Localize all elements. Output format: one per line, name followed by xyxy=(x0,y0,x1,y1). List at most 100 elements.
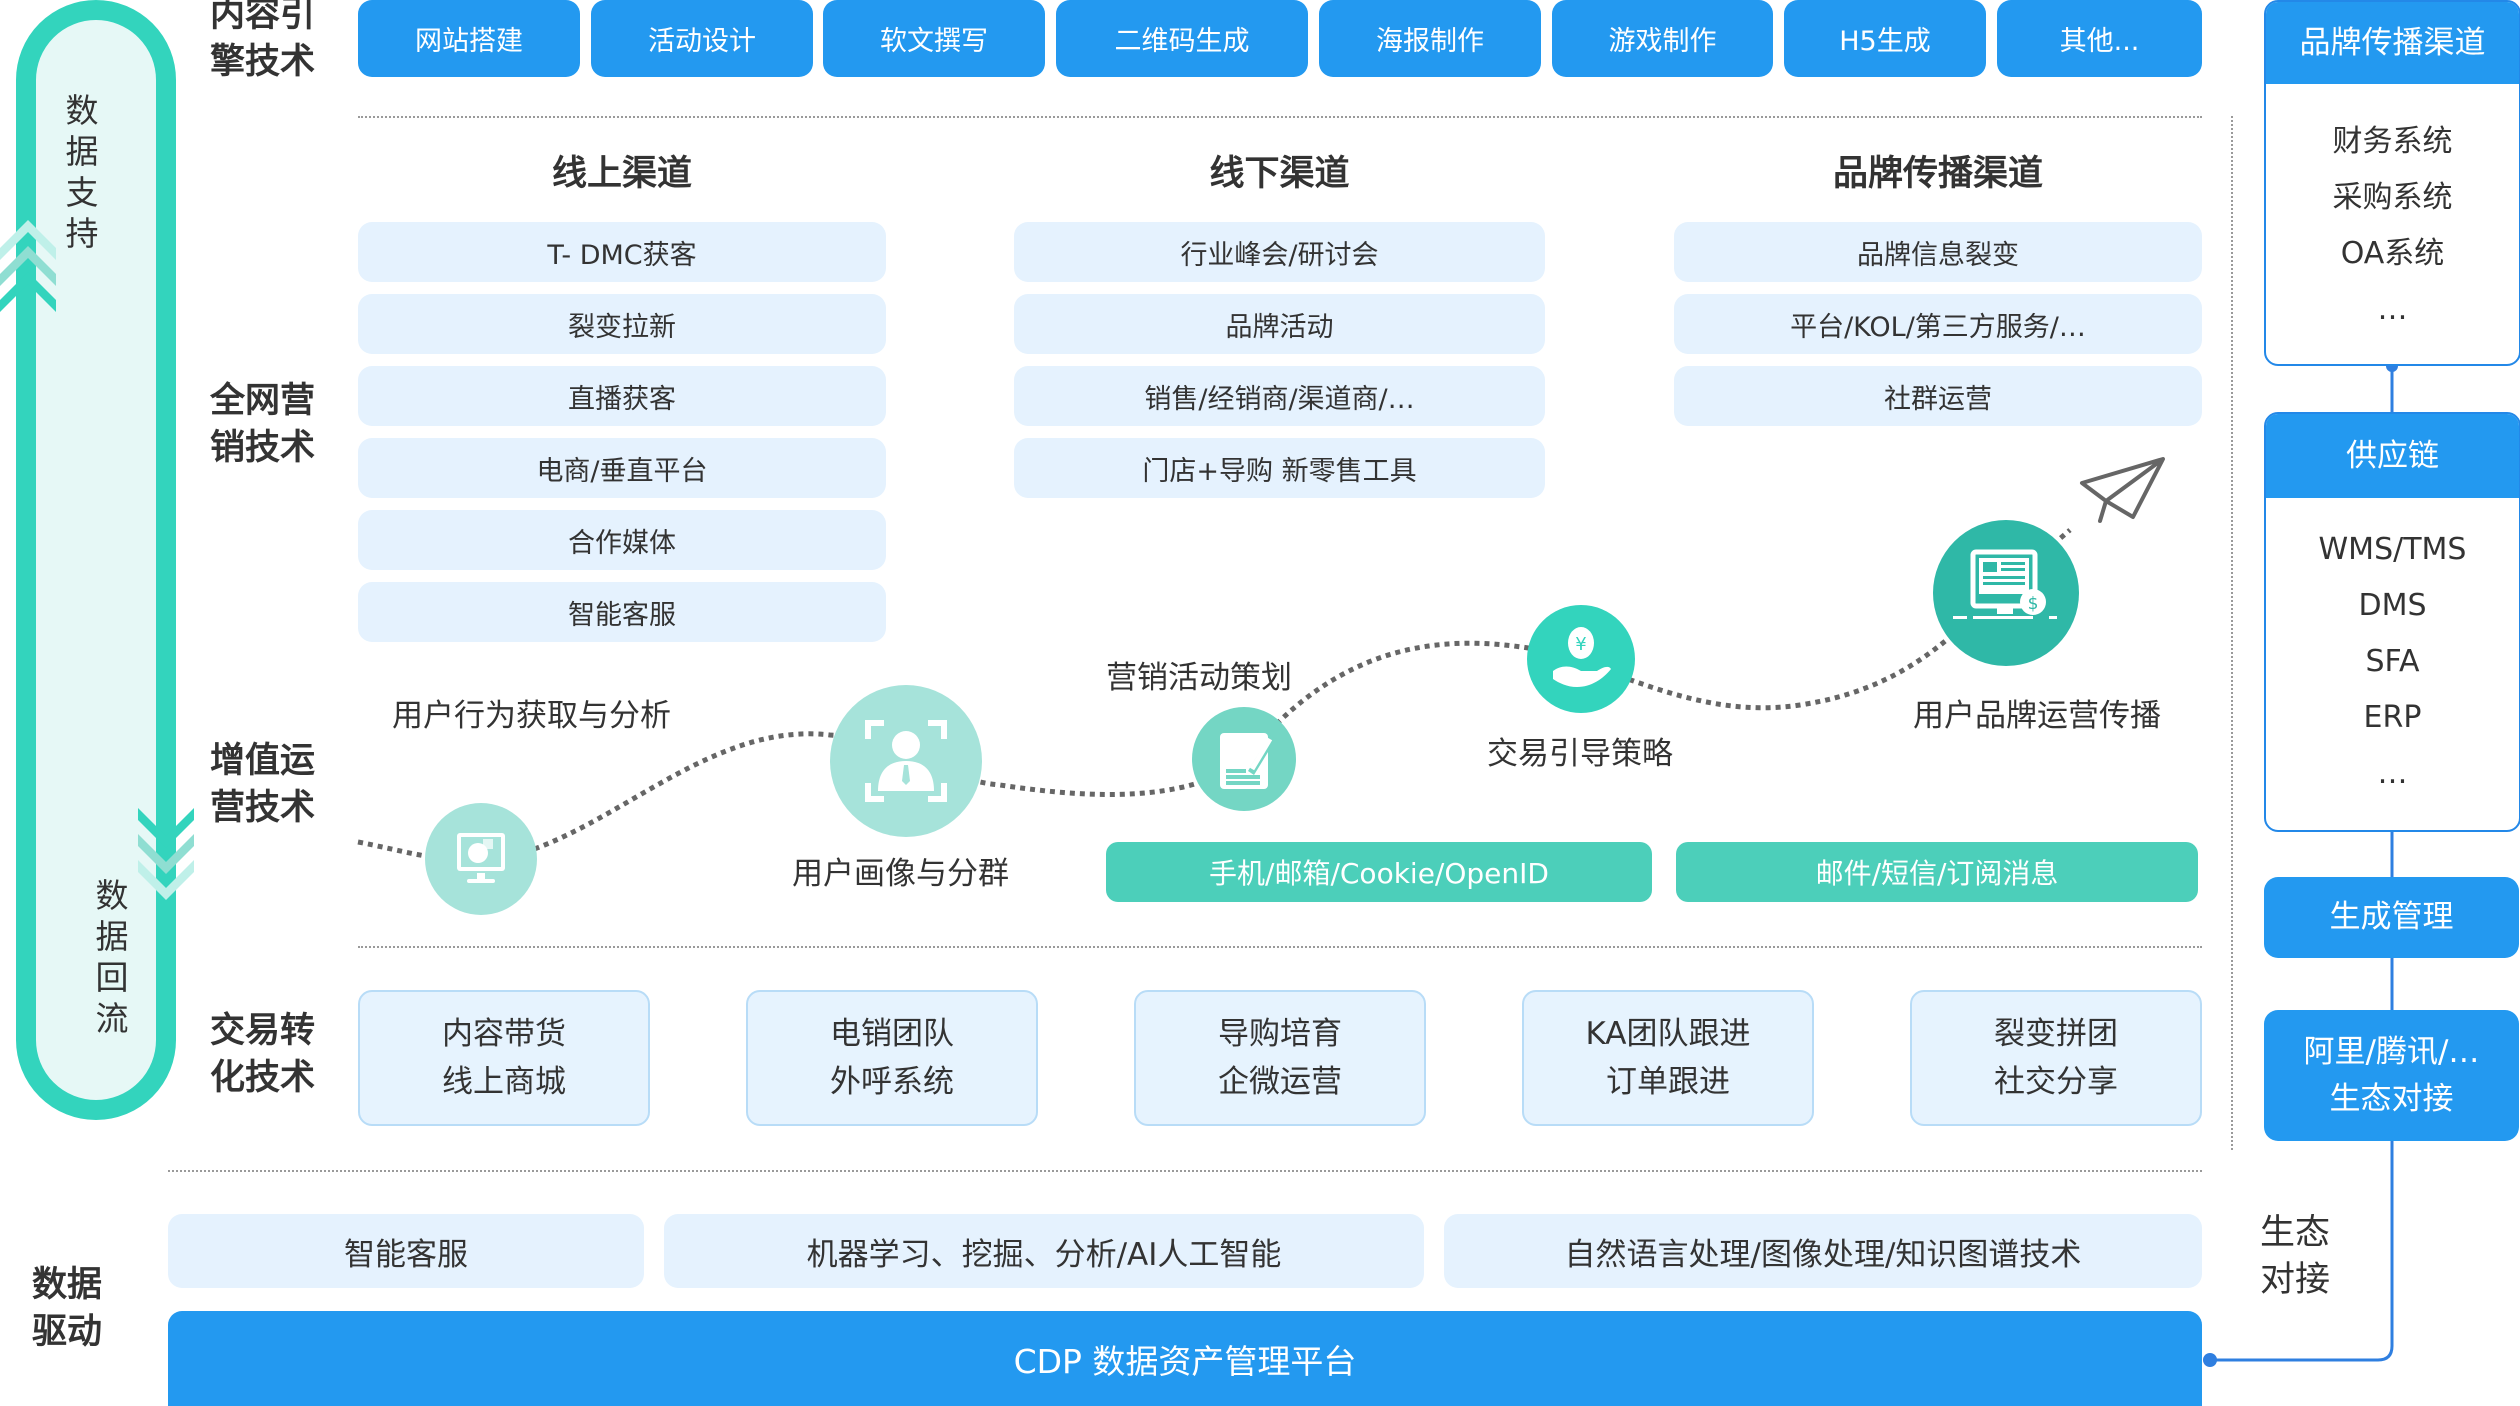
right-card-title: 品牌传播渠道 xyxy=(2266,2,2519,84)
content-button-qrcode[interactable]: 二维码生成 xyxy=(1056,0,1308,77)
divider xyxy=(168,1170,2202,1172)
chevron-down-icon xyxy=(138,808,194,900)
step-icon-monitor-chart[interactable] xyxy=(425,803,537,915)
section-label-value-added: 增值运营技术 xyxy=(210,741,316,828)
content-button-other[interactable]: 其他... xyxy=(1997,0,2202,77)
divider xyxy=(358,116,2202,118)
step-icon-document-edit[interactable] xyxy=(1192,707,1296,811)
right-card-title: 供应链 xyxy=(2266,414,2519,498)
right-solid-line: 阿里/腾讯/… xyxy=(2303,1033,2480,1070)
channel-item[interactable]: 直播获客 xyxy=(358,366,886,426)
eco-label-line: 生态 xyxy=(2260,1213,2331,1253)
step-icon-ads-monitor[interactable]: $ xyxy=(1933,520,2079,666)
cdp-platform-bar[interactable]: CDP 数据资产管理平台 xyxy=(168,1311,2202,1406)
ads-monitor-icon: $ xyxy=(1953,549,2057,619)
content-button-game[interactable]: 游戏制作 xyxy=(1552,0,1773,77)
channel-item[interactable]: 合作媒体 xyxy=(358,510,886,570)
transaction-box-line: 订单跟进 xyxy=(1606,1064,1730,1100)
section-label-full-network: 全网营销技术 xyxy=(210,381,316,468)
tag-messaging[interactable]: 邮件/短信/订阅消息 xyxy=(1676,842,2198,902)
divider xyxy=(358,946,2202,948)
channel-item[interactable]: T- DMC获客 xyxy=(358,222,886,282)
right-card-item: … xyxy=(2377,292,2408,327)
channel-item[interactable]: 社群运营 xyxy=(1674,366,2202,426)
data-box-machine-learning[interactable]: 机器学习、挖掘、分析/AI人工智能 xyxy=(664,1214,1424,1288)
transaction-box[interactable]: 电销团队 外呼系统 xyxy=(746,990,1038,1126)
transaction-box-line: 企微运营 xyxy=(1218,1064,1342,1100)
tag-identifiers[interactable]: 手机/邮箱/Cookie/OpenID xyxy=(1106,842,1652,902)
section-label-transaction: 交易转化技术 xyxy=(210,1011,316,1098)
transaction-box-line: 线上商城 xyxy=(442,1064,566,1100)
step-label: 用户行为获取与分析 xyxy=(392,698,671,734)
data-box-nlp[interactable]: 自然语言处理/图像处理/知识图谱技术 xyxy=(1444,1214,2202,1288)
right-card-item: 采购系统 xyxy=(2332,180,2453,215)
right-card-item: SFA xyxy=(2365,644,2420,679)
channel-header-offline: 线下渠道 xyxy=(1209,154,1350,194)
svg-text:$: $ xyxy=(2028,594,2039,614)
channel-item[interactable]: 行业峰会/研讨会 xyxy=(1014,222,1545,282)
hand-money-icon: ¥ xyxy=(1553,627,1611,687)
right-card-supply-chain: 供应链 WMS/TMS DMS SFA ERP … xyxy=(2264,412,2520,832)
right-card-item: OA系统 xyxy=(2340,236,2445,271)
right-card-body: WMS/TMS DMS SFA ERP … xyxy=(2266,498,2519,802)
step-label: 用户品牌运营传播 xyxy=(1913,698,2161,734)
svg-text:¥: ¥ xyxy=(1575,634,1586,655)
document-edit-icon xyxy=(1220,733,1276,789)
channel-item[interactable]: 门店+导购 新零售工具 xyxy=(1014,438,1545,498)
transaction-box-line: 裂变拼团 xyxy=(1994,1016,2118,1052)
right-card-item: … xyxy=(2377,756,2408,791)
right-card-item: 财务系统 xyxy=(2332,124,2453,159)
content-button-activity[interactable]: 活动设计 xyxy=(591,0,813,77)
right-divider xyxy=(2231,116,2233,1150)
paper-plane-icon xyxy=(2080,457,2165,523)
step-label: 用户画像与分群 xyxy=(792,856,1009,892)
transaction-box-line: 内容带货 xyxy=(442,1016,566,1052)
transaction-box[interactable]: 导购培育 企微运营 xyxy=(1134,990,1426,1126)
channel-header-brand: 品牌传播渠道 xyxy=(1832,154,2043,194)
monitor-chart-icon xyxy=(457,833,505,883)
right-ecosystem-connect[interactable]: 阿里/腾讯/… 生态对接 xyxy=(2264,1010,2519,1141)
channel-item[interactable]: 品牌信息裂变 xyxy=(1674,222,2202,282)
chevron-up-icon xyxy=(0,220,56,312)
data-box-customer-service[interactable]: 智能客服 xyxy=(168,1214,644,1288)
transaction-box[interactable]: 裂变拼团 社交分享 xyxy=(1910,990,2202,1126)
transaction-box-line: 导购培育 xyxy=(1218,1016,1342,1052)
transaction-box-line: KA团队跟进 xyxy=(1585,1016,1751,1052)
transaction-box[interactable]: 内容带货 线上商城 xyxy=(358,990,650,1126)
transaction-box[interactable]: KA团队跟进 订单跟进 xyxy=(1522,990,1814,1126)
right-card-body: 财务系统 采购系统 OA系统 … xyxy=(2266,84,2519,338)
data-support-label: 数据支持 xyxy=(65,91,99,253)
data-backflow-label: 数据回流 xyxy=(95,876,129,1038)
right-card-item: ERP xyxy=(2363,700,2422,735)
step-label: 营销活动策划 xyxy=(1106,660,1292,696)
section-label-data-driven: 数据驱动 xyxy=(32,1265,103,1352)
eco-label: 生态 对接 xyxy=(2260,1210,2330,1304)
content-button-article[interactable]: 软文撰写 xyxy=(823,0,1045,77)
eco-label-line: 对接 xyxy=(2260,1260,2331,1300)
channel-item[interactable]: 平台/KOL/第三方服务/… xyxy=(1674,294,2202,354)
channel-item[interactable]: 销售/经销商/渠道商/… xyxy=(1014,366,1545,426)
channel-item[interactable]: 智能客服 xyxy=(358,582,886,642)
content-button-poster[interactable]: 海报制作 xyxy=(1319,0,1541,77)
content-button-h5[interactable]: H5生成 xyxy=(1784,0,1986,77)
right-generation-management[interactable]: 生成管理 xyxy=(2264,877,2519,958)
channel-item[interactable]: 品牌活动 xyxy=(1014,294,1545,354)
right-card-brand: 品牌传播渠道 财务系统 采购系统 OA系统 … xyxy=(2264,0,2520,366)
channel-header-online: 线上渠道 xyxy=(551,154,692,194)
step-label: 交易引导策略 xyxy=(1487,736,1673,772)
transaction-box-line: 电销团队 xyxy=(830,1016,954,1052)
data-loop xyxy=(0,0,194,1122)
channel-item[interactable]: 裂变拉新 xyxy=(358,294,886,354)
step-icon-user-profile[interactable] xyxy=(830,685,982,837)
transaction-box-line: 外呼系统 xyxy=(830,1064,954,1100)
user-profile-icon xyxy=(865,720,947,802)
right-solid-line: 生态对接 xyxy=(2329,1080,2454,1117)
section-label-content-engine: 内容引擎技术 xyxy=(210,0,316,82)
right-card-item: DMS xyxy=(2358,588,2427,623)
right-solid-line: 生成管理 xyxy=(2329,899,2454,935)
data-loop-ring xyxy=(15,0,176,1120)
content-button-website[interactable]: 网站搭建 xyxy=(358,0,580,77)
channel-item[interactable]: 电商/垂直平台 xyxy=(358,438,886,498)
step-icon-hand-money[interactable]: ¥ xyxy=(1527,605,1635,713)
